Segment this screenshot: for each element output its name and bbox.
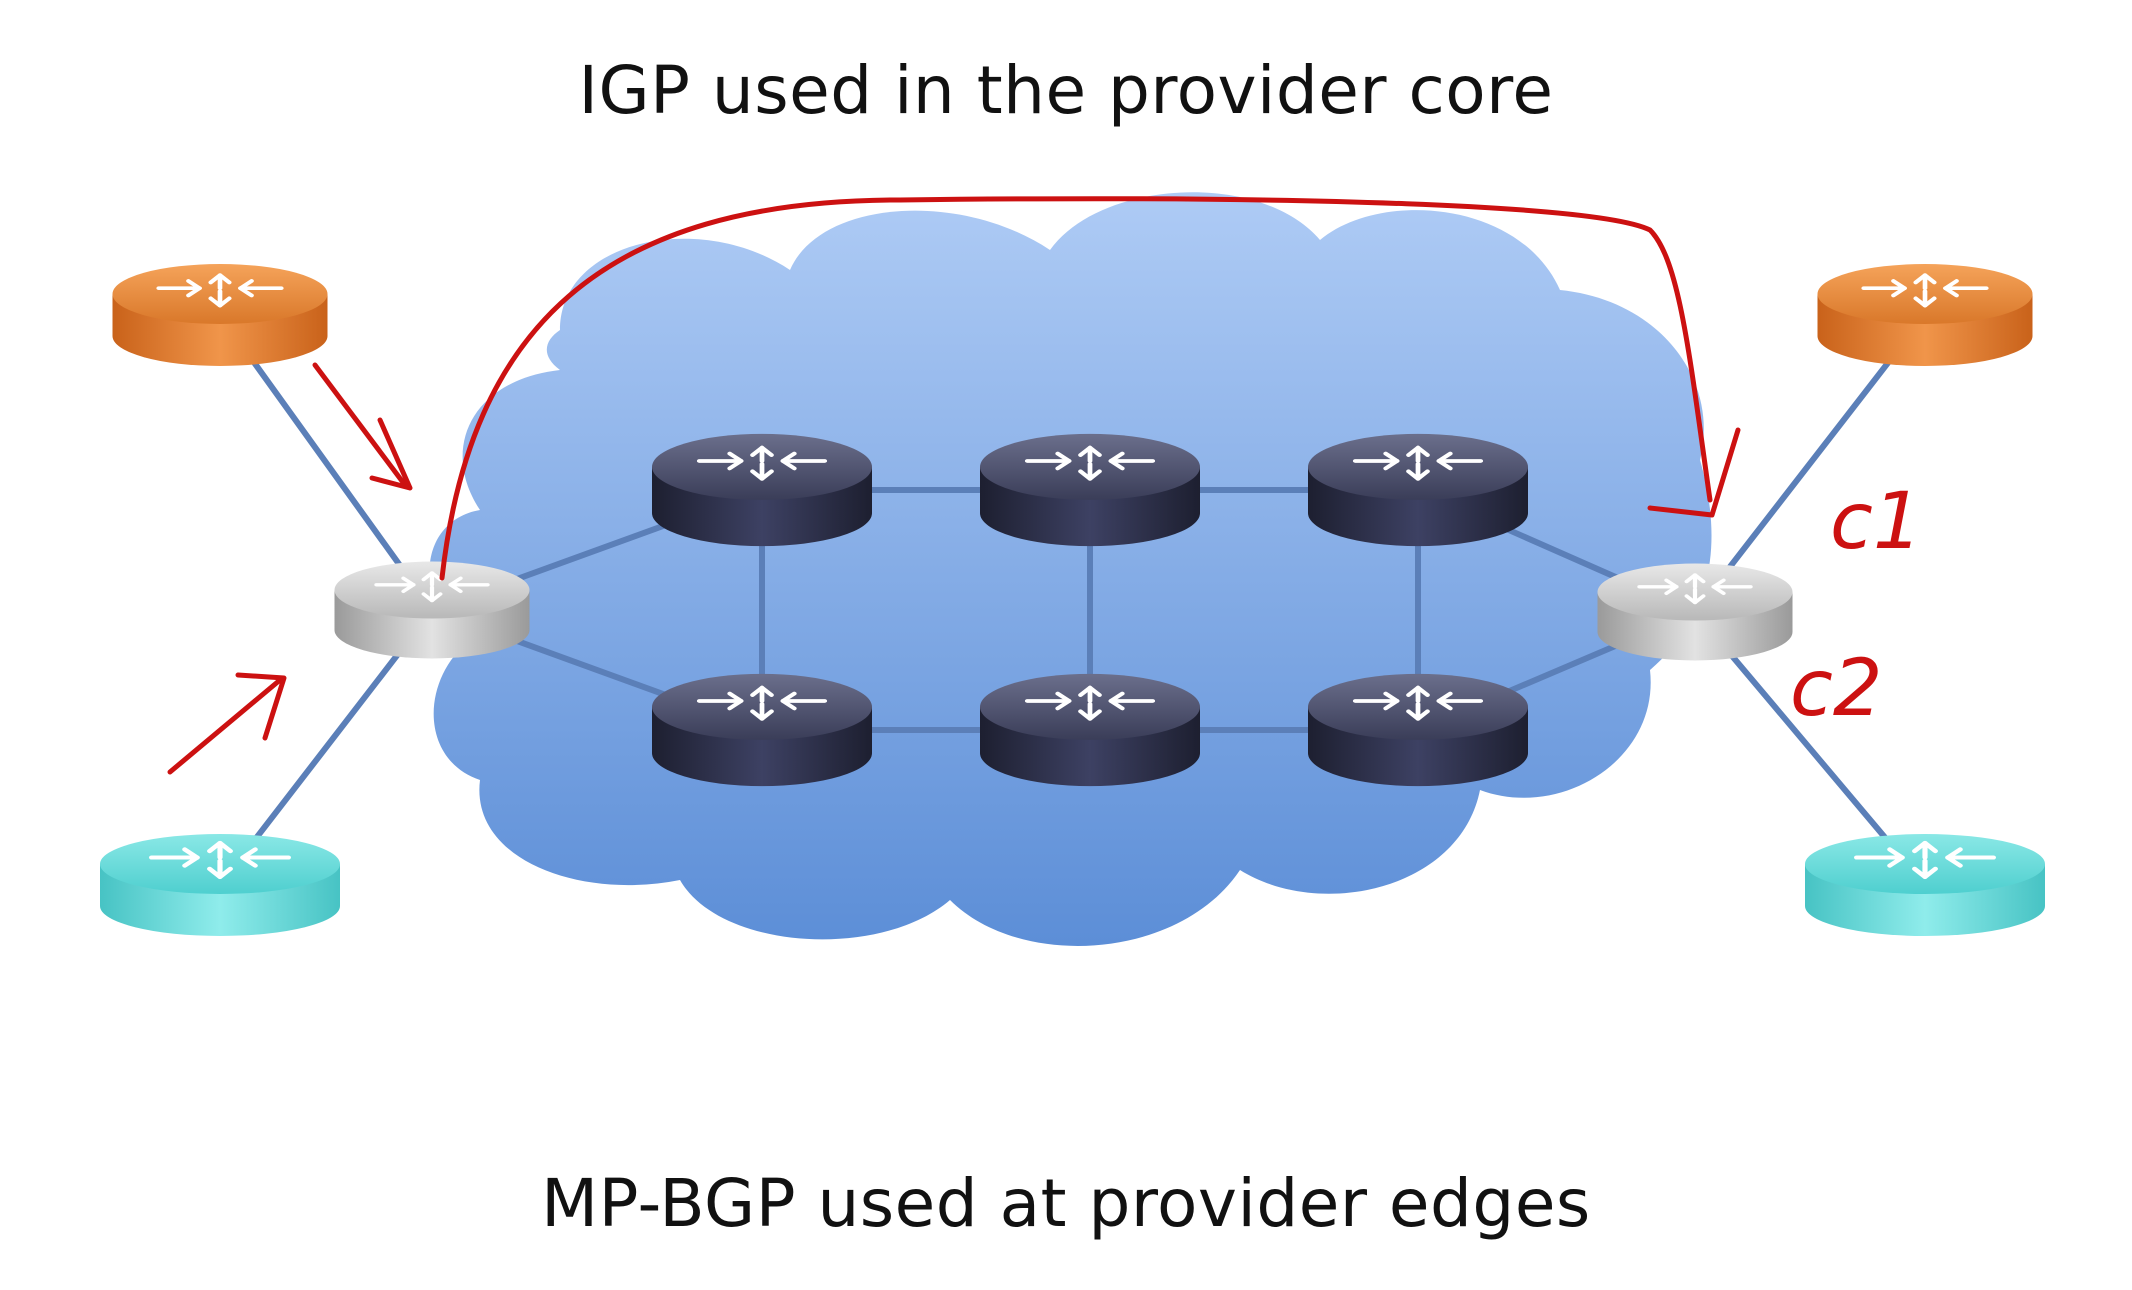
annotation-c2: c2 [1790, 644, 1883, 734]
p-top-2-router [980, 433, 1200, 547]
ce-orange-left-router [112, 264, 328, 367]
ce-teal-right-router [1805, 834, 2045, 936]
left-arrow-in-bottom-head [235, 672, 287, 741]
bgp-arc-arrow [439, 196, 1713, 581]
bgp-arc-arrowhead [1647, 427, 1741, 518]
link-pe-right-to-ce-orange-right [1692, 312, 1928, 615]
provider-cloud [429, 192, 1712, 946]
p-top-1-router [652, 433, 872, 547]
top-caption: IGP used in the provider core [578, 52, 1554, 129]
ce-teal-left-router [100, 834, 340, 936]
p-bot-3-router [1308, 673, 1528, 787]
left-arrow-in-bottom [167, 677, 283, 775]
pe-right-router [1597, 563, 1793, 661]
left-arrow-in-top [312, 362, 408, 488]
p-bot-2-router [980, 673, 1200, 787]
p-bot-1-router [652, 673, 872, 787]
routers [100, 264, 2045, 936]
left-arrow-in-top-head [369, 417, 413, 491]
annotations [167, 196, 1741, 775]
bottom-caption: MP-BGP used at provider edges [541, 1165, 1591, 1242]
pe-left-router [334, 561, 530, 659]
ce-orange-right-router [1817, 264, 2033, 367]
p-top-3-router [1308, 433, 1528, 547]
annotation-c1: c1 [1830, 477, 1923, 567]
